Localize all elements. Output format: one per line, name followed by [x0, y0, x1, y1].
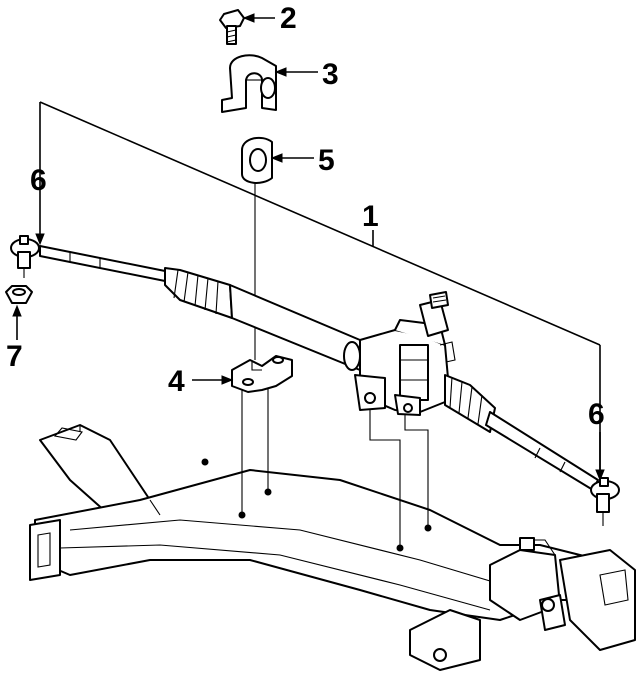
callout-5: 5: [318, 144, 335, 177]
right-tie-rod-end: [590, 477, 620, 526]
bushing: [241, 136, 273, 184]
jam-nut: [5, 285, 33, 304]
callout-1: 1: [362, 200, 379, 233]
callout-6-left: 6: [30, 164, 47, 197]
callout-2: 2: [280, 2, 297, 35]
left-tie-rod-end: [10, 235, 40, 278]
callout-7: 7: [6, 340, 23, 373]
right-boot: [444, 374, 496, 433]
callout-4: 4: [168, 365, 185, 398]
pinion-housing: [354, 291, 456, 416]
callout-6-right: 6: [588, 398, 605, 431]
mounting-bracket: [231, 355, 293, 393]
mounting-bolt: [219, 9, 245, 45]
crossmember: [29, 424, 636, 671]
left-boot: [164, 267, 233, 319]
mount-locator-lines: [241, 180, 429, 545]
leader-lines: [12, 13, 605, 482]
steering-rack: [39, 245, 599, 491]
mounting-clamp: [221, 54, 277, 113]
callout-3: 3: [322, 58, 339, 91]
